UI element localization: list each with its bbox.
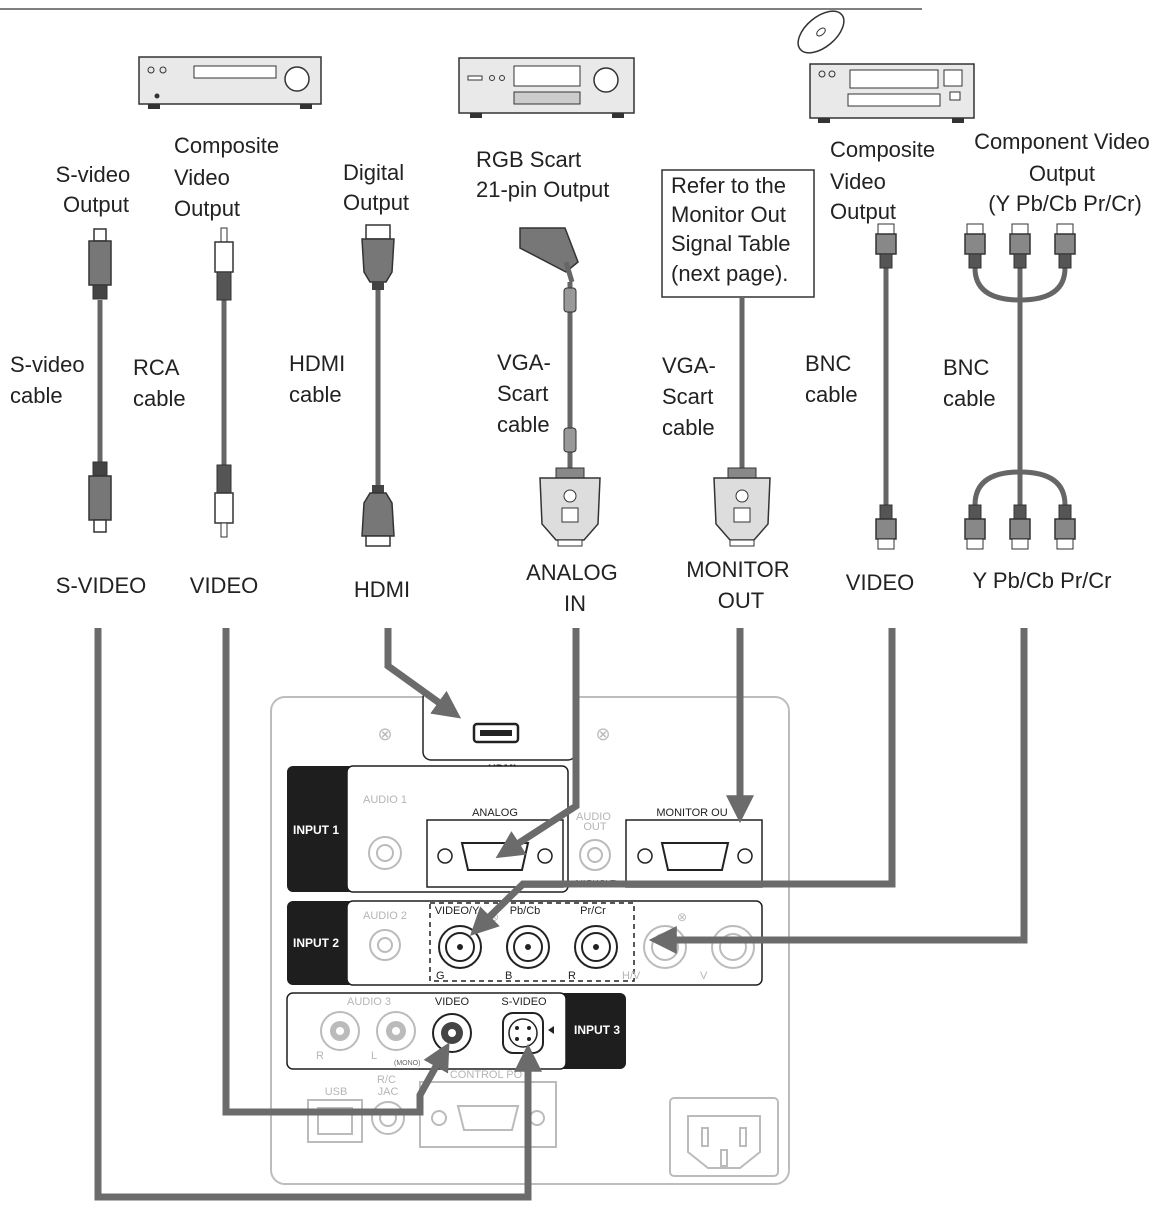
- audio2-label: AUDIO 2: [363, 910, 407, 922]
- analog-in-terminal-label: ANALOG IN: [526, 560, 624, 616]
- digital-output-label: Digital Output: [343, 160, 410, 215]
- monitor-out-port-label: MONITOR OU: [656, 807, 727, 819]
- svideo-cable: [88, 228, 112, 533]
- bnc-cable-1: [875, 223, 897, 550]
- svideo-port-label: S-VIDEO: [501, 996, 547, 1008]
- video-y-label: VIDEO/Y: [435, 905, 480, 917]
- hv-label: H/V: [622, 970, 641, 982]
- bnc-jack-pb: [506, 925, 550, 969]
- svideo-terminal-label: S-VIDEO: [56, 573, 146, 598]
- arrow-svideo: [94, 628, 542, 1201]
- bnc-cable-1-label: BNC cable: [805, 351, 858, 407]
- v-label: V: [700, 970, 708, 982]
- arrow-video: [222, 628, 450, 1116]
- monitor-out-terminal-label: MONITOR OUT: [686, 557, 796, 613]
- r-small-label: R: [316, 1050, 324, 1062]
- bnc-cable-2: [964, 223, 1076, 550]
- pr-cr-label: Pr/Cr: [580, 905, 606, 917]
- hdmi-cable-label: HDMI cable: [289, 351, 351, 407]
- rca-cable-label: RCA cable: [133, 355, 186, 411]
- monitor-out-note: Refer to the Monitor Out Signal Table (n…: [661, 169, 815, 298]
- control-port-label: CONTROL PO: [450, 1069, 523, 1081]
- l-small-label: L: [371, 1050, 377, 1062]
- pb-cb-label: Pb/Cb: [510, 905, 541, 917]
- rc-jack-label: R/C JAC: [377, 1074, 399, 1098]
- svg-text:⊗: ⊗: [677, 910, 687, 924]
- mono-label: (MONO): [394, 1060, 420, 1067]
- audio1-label: AUDIO 1: [363, 794, 407, 806]
- svideo-output-label: S-video Output: [56, 162, 137, 217]
- vcr-icon: [138, 56, 322, 109]
- arrow-composite-right: [469, 628, 896, 936]
- analog-port-label: ANALOG: [472, 807, 518, 819]
- usb-label: USB: [325, 1086, 348, 1098]
- vga-scart-cable-1: [519, 227, 601, 547]
- dvd-player-icon: [458, 57, 635, 118]
- svg-text:⊗: ⊗: [595, 724, 610, 744]
- composite-output-left-label: Composite Video Output: [174, 133, 285, 221]
- svg-text:Refer to the Monitor Out: Refer to the Monitor Out Signal Table (n…: [671, 173, 797, 286]
- disc-icon: [797, 10, 845, 54]
- input1-label: INPUT 1: [293, 823, 339, 837]
- hdmi-terminal-label: HDMI: [354, 577, 410, 602]
- video-port-label: VIDEO: [435, 996, 470, 1008]
- arrow-component: [648, 628, 1028, 954]
- arrow-hdmi: [384, 628, 462, 719]
- bnc-jack-pr: [574, 925, 618, 969]
- svideo-cable-label: S-video cable: [10, 352, 91, 408]
- svg-text:⊗: ⊗: [377, 724, 392, 744]
- vga-scart-cable-1-label: VGA- Scart cable: [497, 350, 557, 437]
- vga-scart-cable-2-label: VGA- Scart cable: [662, 353, 722, 440]
- b-label: B: [505, 970, 512, 982]
- video-terminal-right-label: VIDEO: [846, 570, 914, 595]
- g-label: G: [436, 970, 445, 982]
- composite-output-right-label: Composite Video Output: [830, 137, 941, 224]
- component-output-label: Component Video Output (Y Pb/Cb Pr/Cr): [974, 129, 1156, 216]
- r-label: R: [568, 970, 576, 982]
- bnc-cable-2-label: BNC cable: [943, 355, 996, 411]
- rca-cable: [214, 227, 234, 538]
- rgb-scart-output-label: RGB Scart 21-pin Output: [476, 147, 609, 202]
- vga-scart-cable-2: [713, 297, 771, 547]
- input2-label: INPUT 2: [293, 936, 339, 950]
- connection-arrows: [94, 628, 1028, 1201]
- hdmi-cable: [361, 224, 395, 547]
- audio-out-label: AUDIO OUT: [576, 811, 614, 833]
- bnc-jack-y: [438, 925, 482, 969]
- input3-label: INPUT 3: [574, 1023, 620, 1037]
- component-terminal-label: Y Pb/Cb Pr/Cr: [973, 568, 1112, 593]
- arrow-analog-in: [495, 628, 580, 859]
- monitor-out-vga-port-icon: [660, 842, 730, 871]
- audio3-label: AUDIO 3: [347, 996, 391, 1008]
- video-disc-player-icon: [809, 63, 975, 123]
- video-terminal-left-label: VIDEO: [190, 573, 258, 598]
